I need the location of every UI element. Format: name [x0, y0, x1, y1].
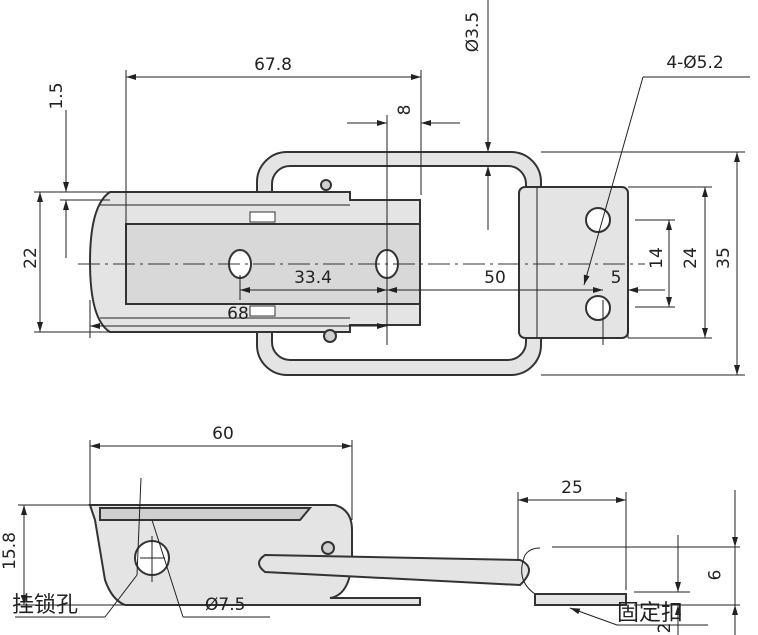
keeper-hole-1: [585, 207, 611, 233]
dim-68: 68: [227, 304, 249, 324]
dim-9: 9: [703, 570, 723, 581]
dim-15-8: 15.8: [0, 532, 20, 570]
dim-8: 8: [395, 105, 415, 116]
keeper-hole-2: [585, 295, 611, 321]
dim-25: 25: [561, 478, 583, 498]
dim-22: 22: [21, 247, 41, 269]
dim-50: 50: [484, 268, 506, 288]
keeper-plate: [518, 186, 629, 339]
side-body: [88, 504, 421, 606]
side-view: 60 15.8 25 9 2 挂锁孔 Ø7.5 固定扣: [0, 424, 740, 635]
dim-33-4: 33.4: [294, 268, 332, 288]
dim-24: 24: [681, 247, 701, 269]
dim-wire-dia: Ø3.5: [463, 12, 483, 52]
dim-keeper-holes: 4-Ø5.2: [666, 53, 723, 73]
side-rod: [258, 553, 530, 587]
label-keeper: 固定扣: [617, 601, 683, 626]
top-view: 67.8 8 Ø3.5 4-Ø5.2 1.5 22 14 24: [21, 0, 750, 376]
dim-padlock-dia: Ø7.5: [205, 595, 245, 615]
dim-35: 35: [714, 247, 734, 269]
dim-60: 60: [212, 424, 234, 444]
dim-67-8: 67.8: [254, 55, 292, 75]
side-keeper: [534, 593, 627, 606]
dim-5: 5: [611, 268, 622, 288]
dim-14: 14: [647, 247, 667, 269]
label-padlock-hole: 挂锁孔: [12, 593, 78, 618]
dim-1-5: 1.5: [47, 82, 67, 109]
dim-2: 2: [655, 623, 675, 634]
